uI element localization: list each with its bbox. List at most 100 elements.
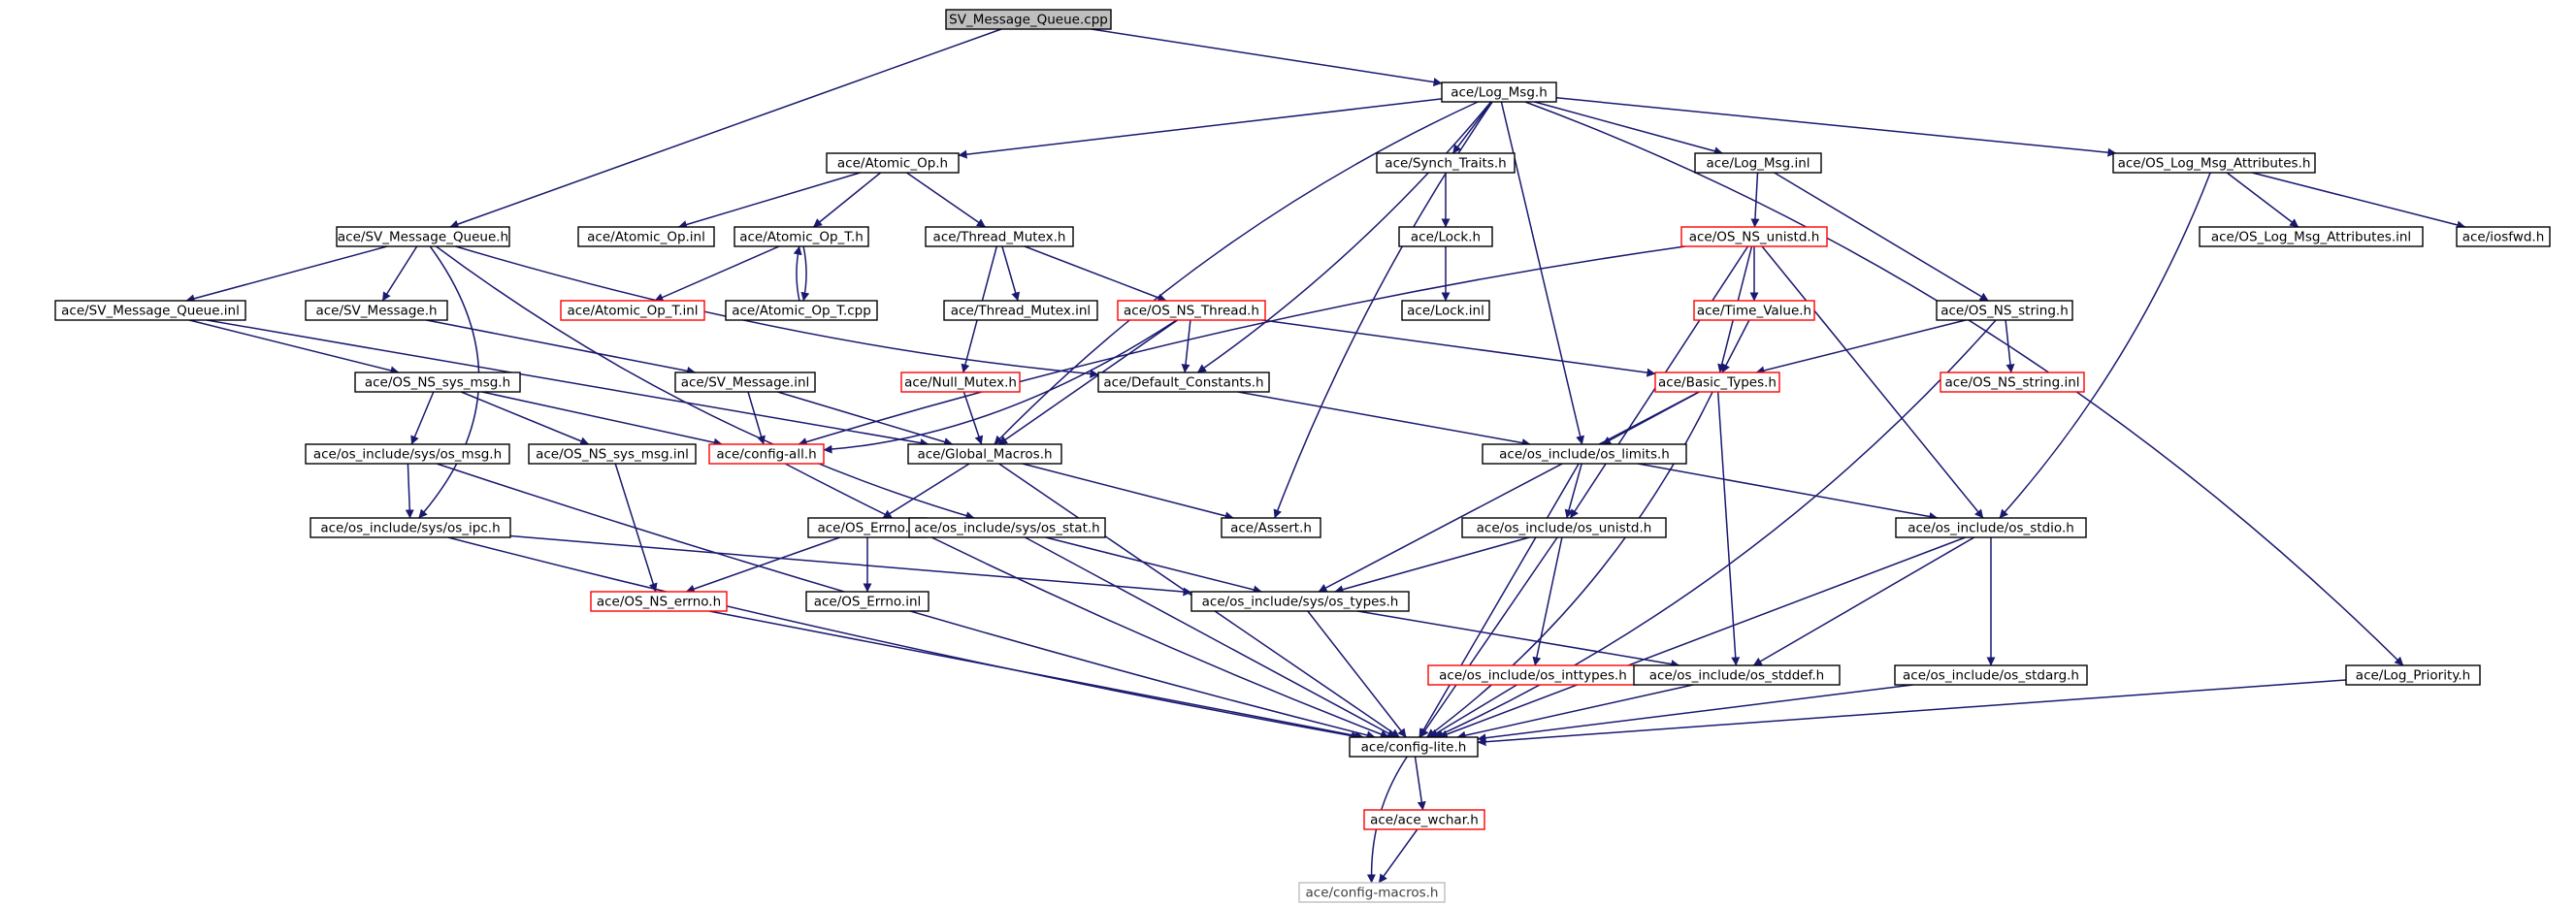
- edge-config_all_h-to-config_lite_h: [784, 463, 1389, 739]
- node-os-inttypes-h[interactable]: ace/os_include/os_inttypes.h: [1427, 664, 1639, 686]
- node-box: [1398, 226, 1493, 247]
- node-box: [1693, 300, 1815, 321]
- edge-thread_mutex_h-to-thread_mutex_inl: [1001, 245, 1021, 302]
- node-os-ns-sys-msg-h[interactable]: ace/OS_NS_sys_msg.h: [354, 372, 521, 393]
- node-config-lite-h[interactable]: ace/config-lite.h: [1349, 736, 1479, 758]
- node-os-sys-os-ipc-h[interactable]: ace/os_include/sys/os_ipc.h: [310, 517, 511, 538]
- node-box: [1461, 517, 1667, 538]
- edge-log_msg_h-to-log_priority_h: [1524, 101, 2404, 666]
- node-os-sys-os-types-h[interactable]: ace/os_include/sys/os_types.h: [1190, 591, 1410, 612]
- node-box: [900, 372, 1021, 393]
- node-time-value-h[interactable]: ace/Time_Value.h: [1693, 300, 1815, 321]
- node-os-ns-thread-h[interactable]: ace/OS_NS_Thread.h: [1117, 300, 1266, 321]
- node-box: [1363, 809, 1485, 830]
- node-label: ace/OS_NS_Thread.h: [1124, 304, 1259, 319]
- node-box: [1221, 517, 1321, 538]
- node-atomic-op-t-h[interactable]: ace/Atomic_Op_T.h: [734, 226, 869, 247]
- node-label: ace/iosfwd.h: [2462, 230, 2545, 245]
- edge-basic_types_h-to-os_sys_os_types_h: [1318, 391, 1700, 593]
- node-os-ns-string-h[interactable]: ace/OS_NS_string.h: [1936, 300, 2073, 321]
- edge-os_ns_thread_h-to-config_all_h: [823, 319, 1178, 454]
- edge-os_ns_unistd_h-to-config_all_h: [798, 245, 1686, 446]
- node-os-sys-os-msg-h[interactable]: ace/os_include/sys/os_msg.h: [305, 443, 510, 465]
- node-box: [560, 300, 705, 321]
- node-global-macros-h[interactable]: ace/Global_Macros.h: [907, 443, 1062, 465]
- node-assert-h[interactable]: ace/Assert.h: [1221, 517, 1321, 538]
- node-box: [1894, 664, 2088, 686]
- node-label: ace/os_include/sys/os_msg.h: [313, 447, 502, 463]
- node-os-ns-unistd-h[interactable]: ace/OS_NS_unistd.h: [1680, 226, 1828, 247]
- node-atomic-op-h[interactable]: ace/Atomic_Op.h: [826, 152, 960, 174]
- node-os-errno-h[interactable]: ace/OS_Errno.h: [807, 517, 928, 538]
- node-box: [2199, 226, 2424, 247]
- node-box: [1936, 300, 2073, 321]
- node-lock-h[interactable]: ace/Lock.h: [1398, 226, 1493, 247]
- node-lock-inl[interactable]: ace/Lock.inl: [1401, 300, 1490, 321]
- node-box: [1401, 300, 1490, 321]
- node-sv-message-h[interactable]: ace/SV_Message.h: [305, 300, 448, 321]
- node-sv-mq-cpp[interactable]: SV_Message_Queue.cpp: [945, 9, 1112, 30]
- node-box: [1349, 736, 1479, 758]
- node-log-msg-h[interactable]: ace/Log_Msg.h: [1441, 81, 1557, 103]
- node-synch-traits-h[interactable]: ace/Synch_Traits.h: [1376, 152, 1516, 174]
- node-box: [528, 443, 697, 465]
- node-os-stdarg-h[interactable]: ace/os_include/os_stdarg.h: [1894, 664, 2088, 686]
- node-label: ace/config-macros.h: [1306, 886, 1439, 901]
- edge-os_ns_sys_msg_h-to-os_ns_sys_msg_inl: [461, 391, 590, 445]
- node-os-ns-sys-msg-inl[interactable]: ace/OS_NS_sys_msg.inl: [528, 443, 697, 465]
- node-box: [1633, 664, 1841, 686]
- edge-sv_mq_inl-to-global_macros_h: [206, 319, 929, 447]
- node-iosfwd-h[interactable]: ace/iosfwd.h: [2456, 226, 2551, 247]
- edge-null_mutex_h-to-global_macros_h: [962, 391, 984, 445]
- node-box: [805, 591, 929, 612]
- edge-os_ns_sys_msg_inl-to-os_ns_errno_h: [614, 463, 658, 593]
- edge-global_macros_h-to-os_errno_h: [882, 463, 970, 519]
- node-log-msg-inl[interactable]: ace/Log_Msg.inl: [1694, 152, 1822, 174]
- node-os-errno-inl[interactable]: ace/OS_Errno.inl: [805, 591, 929, 612]
- node-os-ns-errno-h[interactable]: ace/OS_NS_errno.h: [590, 591, 728, 612]
- edge-log_msg_h-to-log_msg_inl: [1534, 101, 1723, 156]
- node-box: [1097, 372, 1270, 393]
- node-thread-mutex-inl[interactable]: ace/Thread_Mutex.inl: [943, 300, 1098, 321]
- node-basic-types-h[interactable]: ace/Basic_Types.h: [1654, 372, 1780, 393]
- node-os-sys-os-stat-h[interactable]: ace/os_include/sys/os_stat.h: [908, 517, 1106, 538]
- node-os-unistd-h[interactable]: ace/os_include/os_unistd.h: [1461, 517, 1667, 538]
- node-os-log-attr-h[interactable]: ace/OS_Log_Msg_Attributes.h: [2112, 152, 2316, 174]
- node-default-constants-h[interactable]: ace/Default_Constants.h: [1097, 372, 1270, 393]
- node-label: ace/Atomic_Op_T.h: [739, 230, 864, 245]
- node-label: ace/SV_Message.h: [315, 304, 437, 319]
- node-log-priority-h[interactable]: ace/Log_Priority.h: [2345, 664, 2481, 686]
- node-label: ace/Atomic_Op.h: [837, 156, 948, 172]
- node-os-stddef-h[interactable]: ace/os_include/os_stddef.h: [1633, 664, 1841, 686]
- node-os-stdio-h[interactable]: ace/os_include/os_stdio.h: [1895, 517, 2087, 538]
- node-sv-mq-inl[interactable]: ace/SV_Message_Queue.inl: [54, 300, 246, 321]
- node-label: ace/Time_Value.h: [1697, 304, 1811, 319]
- node-ace-wchar-h[interactable]: ace/ace_wchar.h: [1363, 809, 1485, 830]
- node-config-macros-h[interactable]: ace/config-macros.h: [1298, 882, 1446, 903]
- node-box: [336, 226, 510, 247]
- node-sv-mq-h[interactable]: ace/SV_Message_Queue.h: [336, 226, 510, 247]
- node-atomic-op-t-inl[interactable]: ace/Atomic_Op_T.inl: [560, 300, 705, 321]
- edge-os_ns_errno_h-to-config_lite_h: [708, 610, 1364, 740]
- node-box: [54, 300, 246, 321]
- file-nodes: SV_Message_Queue.cpp ace/Log_Msg.h ace/Ato…: [54, 9, 2551, 903]
- node-os-limits-h[interactable]: ace/os_include/os_limits.h: [1482, 443, 1687, 465]
- node-thread-mutex-h[interactable]: ace/Thread_Mutex.h: [925, 226, 1074, 247]
- node-label: ace/OS_NS_sys_msg.inl: [536, 447, 689, 463]
- node-os-ns-string-inl[interactable]: ace/OS_NS_string.inl: [1940, 372, 2085, 393]
- edge-os_sys_os_msg_h-to-os_sys_os_ipc_h: [405, 463, 414, 519]
- node-sv-message-inl[interactable]: ace/SV_Message.inl: [674, 372, 816, 393]
- edge-log_priority_h-to-config_lite_h: [1477, 679, 2347, 747]
- node-os-log-attr-inl[interactable]: ace/OS_Log_Msg_Attributes.inl: [2199, 226, 2424, 247]
- edge-log_msg_h-to-atomic_op_h: [958, 98, 1443, 159]
- node-null-mutex-h[interactable]: ace/Null_Mutex.h: [900, 372, 1021, 393]
- node-atomic-op-t-cpp[interactable]: ace/Atomic_Op_T.cpp: [725, 300, 878, 321]
- node-label: ace/os_include/os_limits.h: [1499, 447, 1670, 463]
- node-atomic-op-inl[interactable]: ace/Atomic_Op.inl: [577, 226, 715, 247]
- node-label: ace/Synch_Traits.h: [1385, 156, 1506, 172]
- node-box: [1482, 443, 1687, 465]
- node-box: [925, 226, 1074, 247]
- node-config-all-h[interactable]: ace/config-all.h: [708, 443, 825, 465]
- node-label: ace/Assert.h: [1230, 521, 1312, 536]
- edge-os_sys_os_stat_h-to-os_sys_os_types_h: [1045, 536, 1262, 595]
